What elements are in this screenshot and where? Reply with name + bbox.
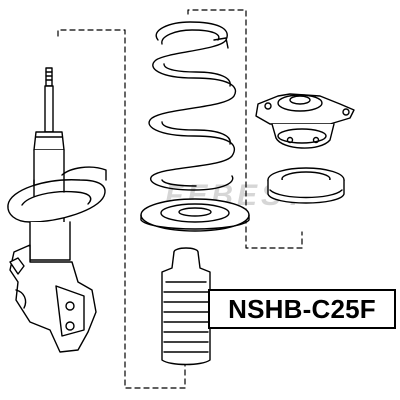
mount-bearing-icon [267,167,345,204]
leader-lines [57,9,303,389]
part-number-label: NSHB-C25F [208,289,396,329]
upper-spring-seat-icon [140,198,250,232]
strut-assembly-icon [7,67,107,353]
dust-boot-icon [161,247,211,366]
strut-mount-icon [255,93,355,149]
coil-spring-icon [148,21,237,191]
